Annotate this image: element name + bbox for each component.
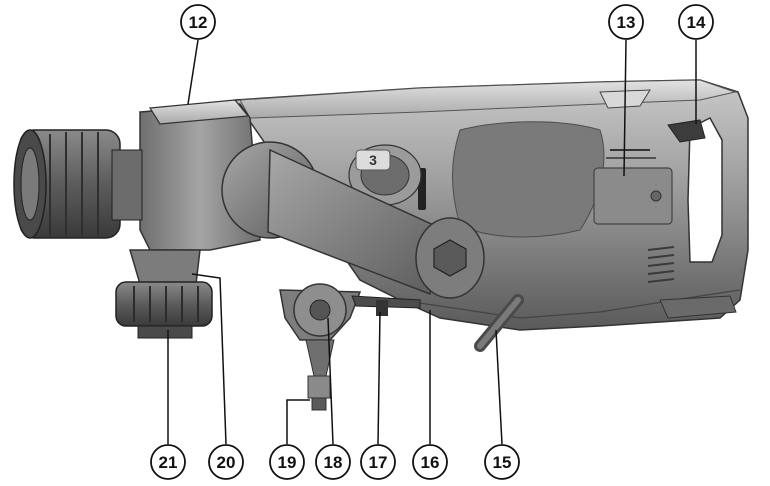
callout-13: 13 xyxy=(608,4,644,40)
leader-lines xyxy=(167,39,697,445)
callout-label: 14 xyxy=(687,13,706,32)
callout-label: 12 xyxy=(189,13,208,32)
side-handle xyxy=(221,141,485,299)
callout-16: 16 xyxy=(412,444,448,480)
top-cap xyxy=(148,99,250,125)
callout-label: 18 xyxy=(324,453,343,472)
depth-stop-rod xyxy=(474,294,524,352)
gear-selector xyxy=(279,283,362,411)
lock-lever xyxy=(351,295,421,316)
vent-slots xyxy=(647,246,675,283)
chuck xyxy=(13,129,143,239)
callout-label: 21 xyxy=(159,453,178,472)
callout-label: 16 xyxy=(421,453,440,472)
callout-label: 19 xyxy=(278,453,297,472)
lower-collar xyxy=(115,249,213,339)
callout-label: 13 xyxy=(617,13,636,32)
label-plate xyxy=(593,167,673,225)
callout-label: 17 xyxy=(369,453,388,472)
gear-marking-plate xyxy=(355,149,391,171)
callout-label: 20 xyxy=(217,453,236,472)
hex-socket xyxy=(433,239,467,277)
callout-14: 14 xyxy=(678,4,714,40)
callout-12: 12 xyxy=(180,4,216,40)
callout-20: 20 xyxy=(208,444,244,480)
callout-15: 15 xyxy=(484,444,520,480)
callout-19: 19 xyxy=(269,444,305,480)
callout-18: 18 xyxy=(315,444,351,480)
callout-17: 17 xyxy=(360,444,396,480)
gear-marking: 3 xyxy=(369,152,377,168)
callout-label: 15 xyxy=(493,453,512,472)
callout-21: 21 xyxy=(150,444,186,480)
